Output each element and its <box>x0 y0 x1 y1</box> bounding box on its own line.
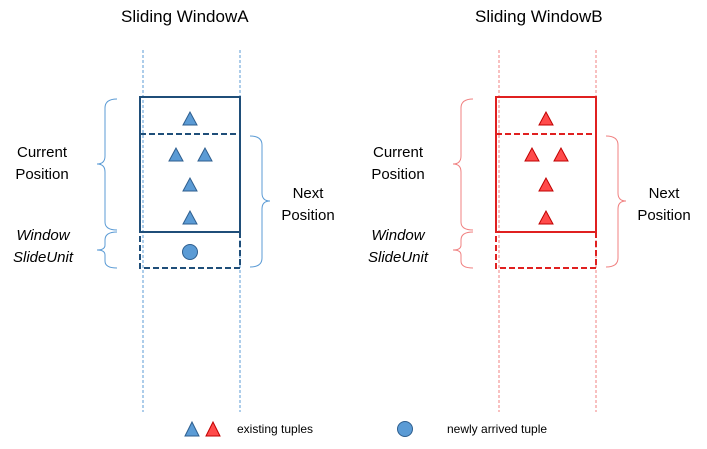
panel-a-graphics <box>96 50 271 412</box>
panel-a-window-brace <box>96 231 118 269</box>
panel-a-next-window <box>139 133 241 269</box>
panel-a-next-line1: Next <box>292 185 324 202</box>
panel-a-next-brace <box>249 135 271 268</box>
panel-a-window-label: Window SlideUnit <box>2 225 84 269</box>
panel-a-current-line1: Current <box>16 144 68 161</box>
panel-b-tuple-triangle <box>538 110 554 126</box>
panel-a-next-line2: Position <box>281 207 335 224</box>
panel-a-tuple-triangle <box>182 110 198 126</box>
panel-b-current-line1: Current <box>372 144 424 161</box>
panel-a-tuple-triangle <box>168 146 184 162</box>
panel-a-window-line1: Window <box>16 227 70 244</box>
panel-b-window-brace <box>452 231 474 269</box>
panel-a-tuple-triangle <box>182 209 198 225</box>
legend-new-label: newly arrived tuple <box>447 422 548 436</box>
panel-b-graphics <box>452 50 627 412</box>
panel-b-tuple-triangle <box>538 209 554 225</box>
panel-b-next-line1: Next <box>648 185 680 202</box>
panel-b-tuple-triangle <box>538 176 554 192</box>
panel-a-tuple-triangle <box>182 176 198 192</box>
legend-icons <box>184 420 413 437</box>
panel-a-next-label: Next Position <box>268 183 348 227</box>
panel-a-current-line2: Position <box>15 166 69 183</box>
legend-triangle-red-icon <box>205 420 221 437</box>
panel-b-window-label: Window SlideUnit <box>356 225 440 269</box>
legend-triangle-blue-icon <box>184 420 200 437</box>
panel-b-title: Sliding WindowB <box>475 7 603 26</box>
panel-a-current-brace <box>96 98 118 231</box>
panel-b-current-label: Current Position <box>358 142 438 186</box>
panel-b-tuple-triangle <box>553 146 569 162</box>
panel-a-new-tuple-circle <box>182 244 198 260</box>
panel-b-window-line2: SlideUnit <box>367 249 429 266</box>
panel-a-current-label: Current Position <box>2 142 82 186</box>
panel-a-tuple-triangle <box>197 146 213 162</box>
panel-b-next-label: Next Position <box>624 183 704 227</box>
panel-b-current-line2: Position <box>371 166 425 183</box>
panel-b-current-brace <box>452 98 474 231</box>
legend-existing-label: existing tuples <box>237 422 314 436</box>
panel-b-window-line1: Window <box>371 227 425 244</box>
panel-a-window-line2: SlideUnit <box>12 249 74 266</box>
panel-a-title: Sliding WindowA <box>121 7 249 26</box>
panel-b-next-window <box>495 133 597 269</box>
panel-b-tuple-triangle <box>524 146 540 162</box>
panel-b-next-line2: Position <box>637 207 691 224</box>
legend-circle-blue-icon <box>397 421 413 437</box>
panel-b-next-brace <box>605 135 627 268</box>
